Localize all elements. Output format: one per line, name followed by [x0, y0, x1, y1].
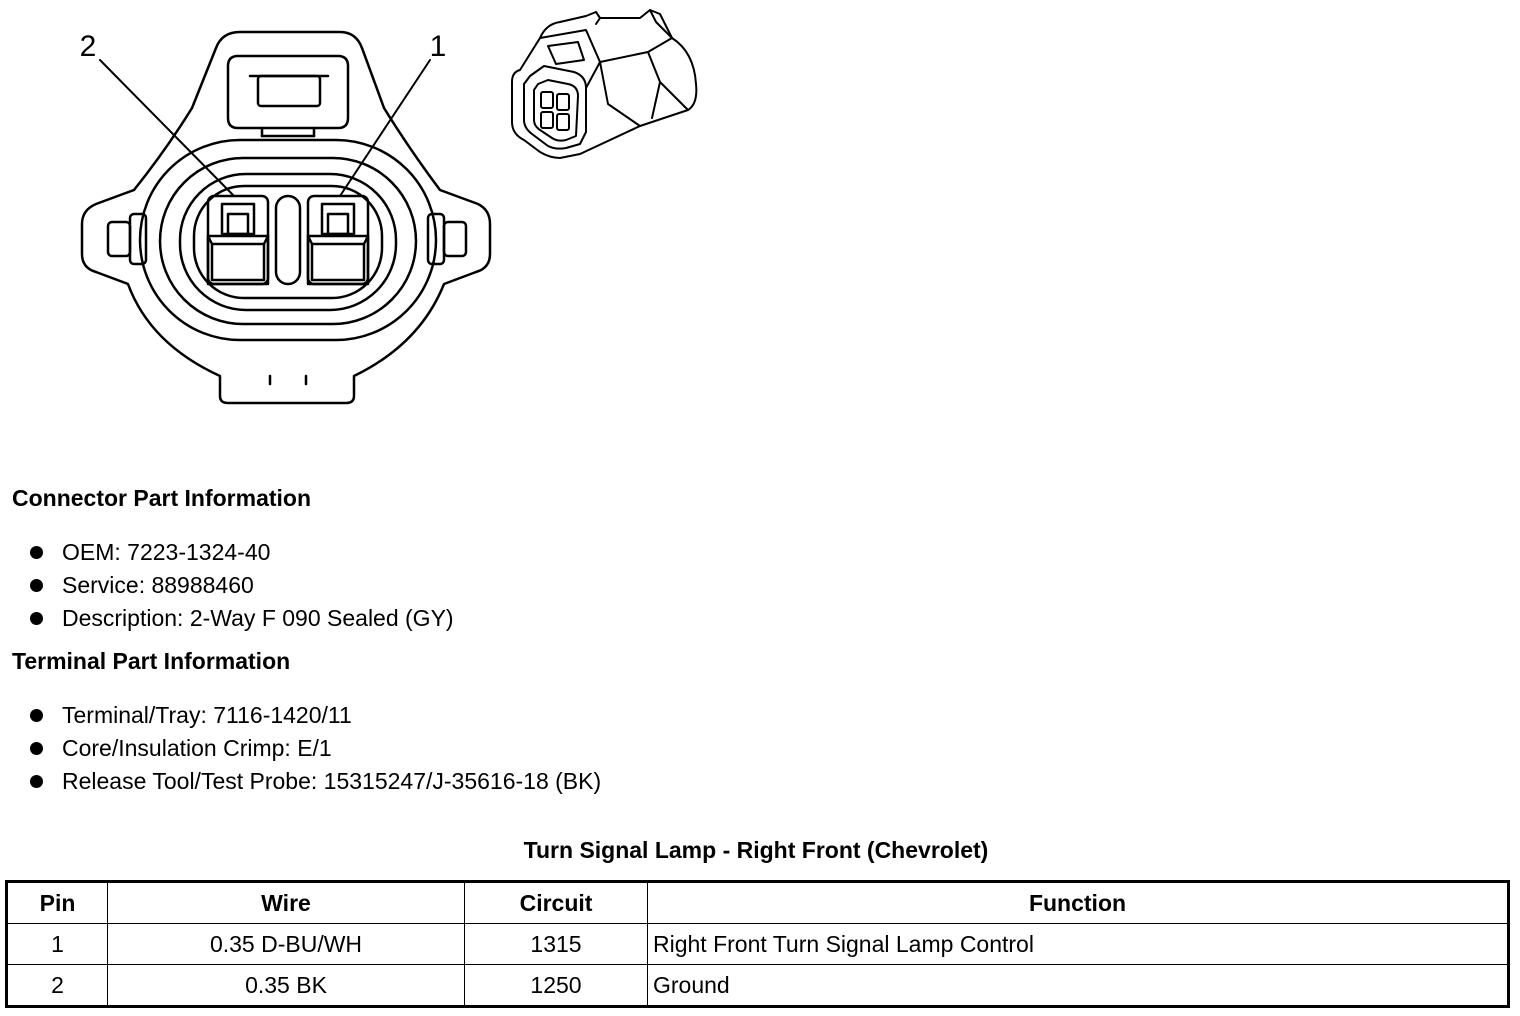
- callout-2-label: 2: [80, 30, 97, 63]
- list-item-text: Service: 88988460: [62, 572, 254, 598]
- list-item-text: Description: 2-Way F 090 Sealed (GY): [62, 605, 454, 631]
- bullet-icon: [30, 579, 43, 592]
- cell-function: Right Front Turn Signal Lamp Control: [647, 923, 1509, 965]
- bullet-icon: [30, 775, 43, 788]
- list-item: Service: 88988460: [30, 569, 454, 602]
- list-item-text: Terminal/Tray: 7116-1420/11: [62, 702, 352, 728]
- bullet-icon: [30, 612, 43, 625]
- bullet-icon: [30, 546, 43, 559]
- callout-2-leader: [99, 59, 235, 197]
- terminal-part-info-list: Terminal/Tray: 7116-1420/11 Core/Insulat…: [30, 699, 601, 798]
- table-row: 2 0.35 BK 1250 Ground: [6, 964, 1509, 1007]
- seal-ring-outer: [138, 138, 438, 342]
- cell-circuit: 1315: [464, 923, 648, 965]
- list-item-text: Release Tool/Test Probe: 15315247/J-3561…: [62, 768, 602, 794]
- seal-ring-middle: [158, 156, 418, 326]
- list-item: Core/Insulation Crimp: E/1: [30, 732, 601, 765]
- cell-pin: 2: [6, 964, 108, 1007]
- cell-wire: 0.35 D-BU/WH: [107, 923, 465, 965]
- list-item: OEM: 7223-1324-40: [30, 536, 454, 569]
- left-lug: [106, 220, 132, 258]
- table-row: 1 0.35 D-BU/WH 1315 Right Front Turn Sig…: [6, 923, 1509, 965]
- list-item-text: Core/Insulation Crimp: E/1: [62, 735, 332, 761]
- bullet-icon: [30, 709, 43, 722]
- cell-function: Ground: [647, 964, 1509, 1007]
- terminal-part-info-heading: Terminal Part Information: [12, 648, 291, 674]
- connector-part-info-list: OEM: 7223-1324-40 Service: 88988460 Desc…: [30, 536, 454, 635]
- table-title: Turn Signal Lamp - Right Front (Chevrole…: [523, 837, 989, 863]
- list-item-text: OEM: 7223-1324-40: [62, 539, 271, 565]
- terminal-cavity-2: [206, 194, 270, 286]
- column-header-circuit: Circuit: [464, 881, 648, 924]
- terminal-cavity-1: [306, 194, 370, 286]
- list-item: Description: 2-Way F 090 Sealed (GY): [30, 602, 454, 635]
- table-header-row: Pin Wire Circuit Function: [6, 881, 1509, 924]
- right-lug: [442, 220, 468, 258]
- bullet-icon: [30, 742, 43, 755]
- cell-pin: 1: [6, 923, 108, 965]
- connector-latch: [226, 54, 350, 130]
- list-item: Release Tool/Test Probe: 15315247/J-3561…: [30, 765, 601, 798]
- seal-ring-inner: [178, 172, 398, 312]
- connector-part-info-heading: Connector Part Information: [12, 485, 312, 511]
- callout-1-leader: [339, 59, 431, 197]
- cell-circuit: 1250: [464, 964, 648, 1007]
- connector-diagram: 2 1: [80, 9, 698, 405]
- connector-housing-outline: [80, 30, 492, 405]
- column-header-wire: Wire: [107, 881, 465, 924]
- cavity-divider: [274, 194, 302, 286]
- column-header-pin: Pin: [6, 881, 108, 924]
- pinout-table: Pin Wire Circuit Function 1 0.35 D-BU/WH…: [5, 880, 1510, 1008]
- cell-wire: 0.35 BK: [107, 964, 465, 1007]
- connector-3d-view: [511, 9, 698, 159]
- callout-1-label: 1: [430, 30, 447, 63]
- list-item: Terminal/Tray: 7116-1420/11: [30, 699, 601, 732]
- column-header-function: Function: [647, 881, 1509, 924]
